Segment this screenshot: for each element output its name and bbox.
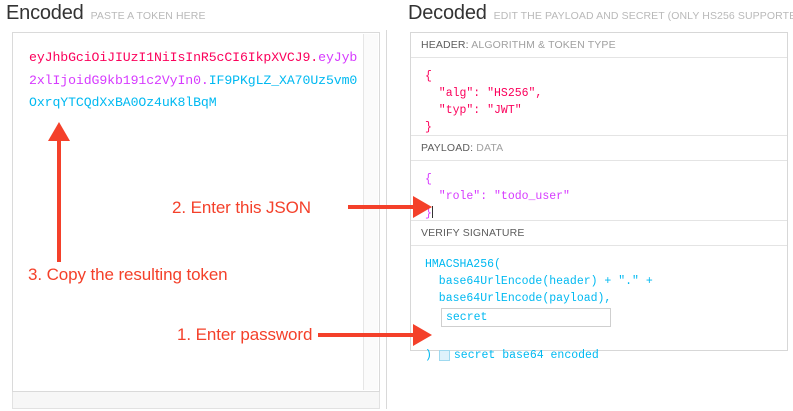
header-label-rest: ALGORITHM & TOKEN TYPE bbox=[468, 39, 616, 51]
signature-editor: HMACSHA256( base64UrlEncode(header) + ".… bbox=[411, 246, 787, 362]
annotation-step-3: 3. Copy the resulting token bbox=[28, 265, 228, 284]
token-dot-2: . bbox=[200, 72, 209, 88]
hmac-line-3: base64UrlEncode(payload), bbox=[425, 292, 612, 305]
signature-section-label: VERIFY SIGNATURE bbox=[411, 221, 787, 246]
base64-encoded-row[interactable]: ) secret base64 encoded bbox=[425, 347, 787, 364]
secret-input[interactable] bbox=[441, 308, 611, 327]
decoded-title: Decoded bbox=[408, 2, 487, 24]
payload-json-editor[interactable]: { "role": "todo_user" } bbox=[411, 161, 787, 221]
hmac-line-1: HMACSHA256( bbox=[425, 258, 501, 271]
encoded-token-text[interactable]: eyJhbGciOiJIUzI1NiIsInR5cCI6IkpXVCJ9.eyJ… bbox=[29, 47, 359, 115]
encoded-title: Encoded bbox=[6, 2, 84, 24]
payload-label-rest: DATA bbox=[473, 142, 504, 154]
header-section-label: HEADER: ALGORITHM & TOKEN TYPE bbox=[411, 33, 787, 58]
encoded-subtitle: PASTE A TOKEN HERE bbox=[90, 10, 206, 22]
decoded-column-header: Decoded EDIT THE PAYLOAD AND SECRET (ONLY… bbox=[408, 2, 793, 25]
base64-label: secret base64 encoded bbox=[453, 349, 599, 362]
encoded-column-header: Encoded PASTE A TOKEN HERE bbox=[6, 2, 206, 25]
header-json-editor[interactable]: { "alg": "HS256", "typ": "JWT" } bbox=[411, 58, 787, 136]
token-dot-1: . bbox=[310, 50, 319, 65]
hmac-line-2: base64UrlEncode(header) + "." + bbox=[425, 275, 653, 288]
payload-section-label: PAYLOAD: DATA bbox=[411, 136, 787, 161]
token-signature-segment: IF9PKgLZ_XA70Uz5vm0OxrqYTCQdXxBA0Oz4uK8l… bbox=[29, 72, 358, 111]
text-caret bbox=[431, 206, 433, 218]
decoded-subtitle: EDIT THE PAYLOAD AND SECRET (ONLY HS256 … bbox=[493, 10, 793, 22]
column-divider bbox=[386, 30, 387, 409]
decoded-panel: HEADER: ALGORITHM & TOKEN TYPE { "alg": … bbox=[410, 32, 788, 362]
header-label-key: HEADER: bbox=[421, 39, 469, 51]
annotation-step-1: 1. Enter password bbox=[177, 325, 313, 344]
base64-checkbox[interactable] bbox=[438, 350, 450, 361]
annotation-arrow-2-shaft bbox=[348, 205, 416, 209]
payload-json-text: { "role": "todo_user" } bbox=[425, 173, 570, 220]
payload-label-key: PAYLOAD: bbox=[421, 142, 474, 154]
closing-paren: ) bbox=[425, 349, 432, 362]
annotation-arrow-2-head bbox=[413, 196, 432, 218]
token-header-segment: eyJhbGciOiJIUzI1NiIsInR5cCI6IkpXVCJ9 bbox=[29, 50, 311, 65]
annotation-arrow-3-shaft bbox=[57, 140, 61, 262]
annotation-step-2: 2. Enter this JSON bbox=[172, 198, 311, 217]
annotation-arrow-3-head bbox=[48, 122, 70, 141]
annotation-arrow-1-shaft bbox=[318, 333, 416, 337]
token-payload-segment: eyJyb2xlIjoidG9kb191c2VyIn0 bbox=[29, 50, 358, 88]
signature-label-key: VERIFY SIGNATURE bbox=[421, 227, 525, 239]
encoded-panel-footer bbox=[12, 392, 380, 409]
encoded-token-textarea[interactable]: eyJhbGciOiJIUzI1NiIsInR5cCI6IkpXVCJ9.eyJ… bbox=[12, 32, 380, 392]
encoded-scrollbar[interactable] bbox=[363, 34, 378, 390]
annotation-arrow-1-head bbox=[413, 324, 432, 346]
